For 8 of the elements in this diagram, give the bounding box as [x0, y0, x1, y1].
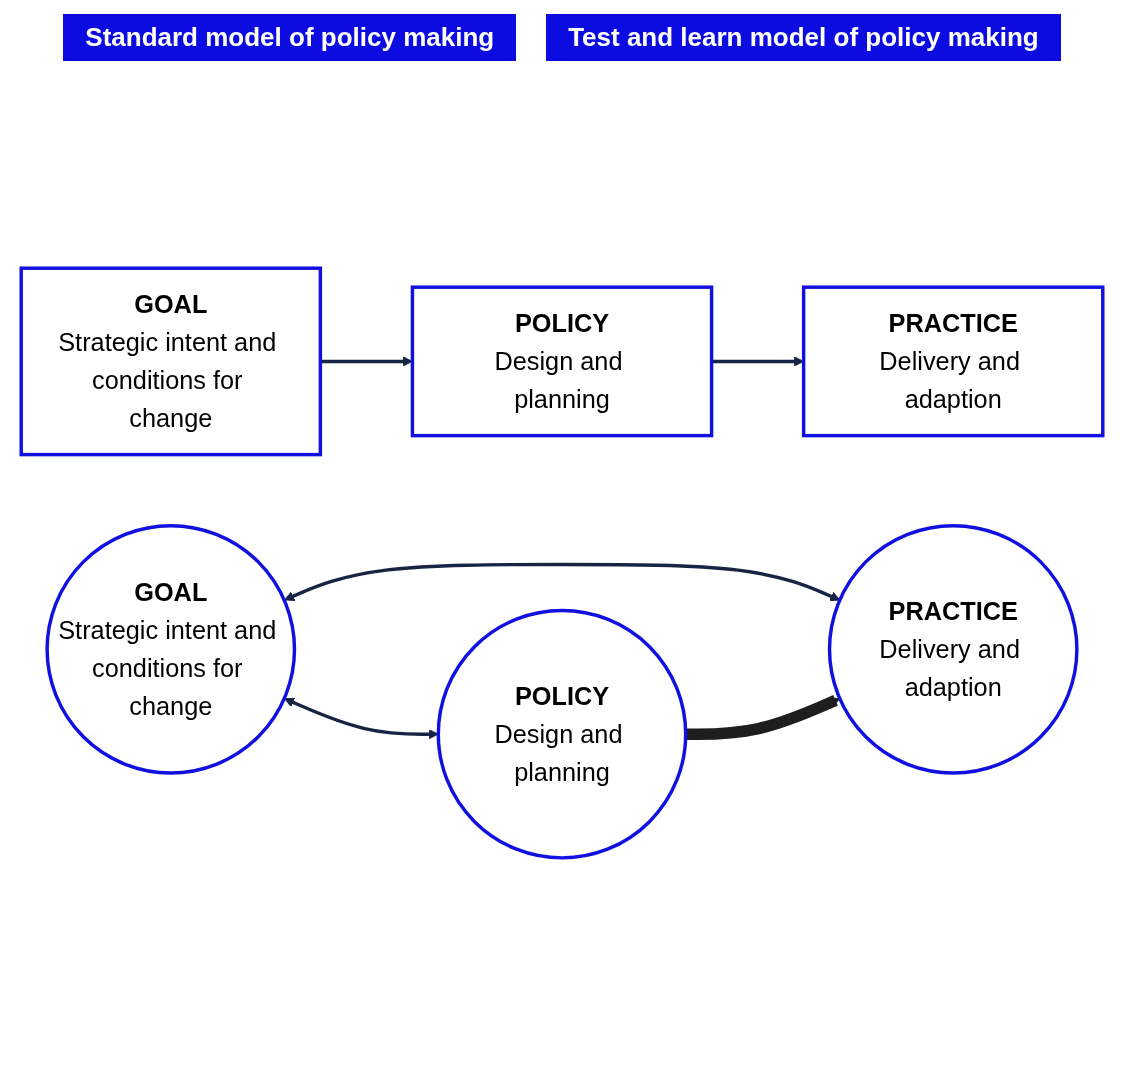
node-box: POLICY Design and planning: [410, 285, 714, 438]
node-circle: POLICY Design and planning: [436, 608, 688, 860]
node-box: GOAL Strategic intent and conditions for change: [19, 266, 323, 457]
node-box: PRACTICE Delivery and adaption: [801, 285, 1105, 438]
node-circle: PRACTICE Delivery and adaption: [827, 523, 1079, 775]
heading-banner: Test and learn model of policy making: [546, 14, 1061, 61]
node-circle: GOAL Strategic intent and conditions for change: [45, 523, 297, 775]
heading-banner: Standard model of policy making: [63, 14, 517, 61]
